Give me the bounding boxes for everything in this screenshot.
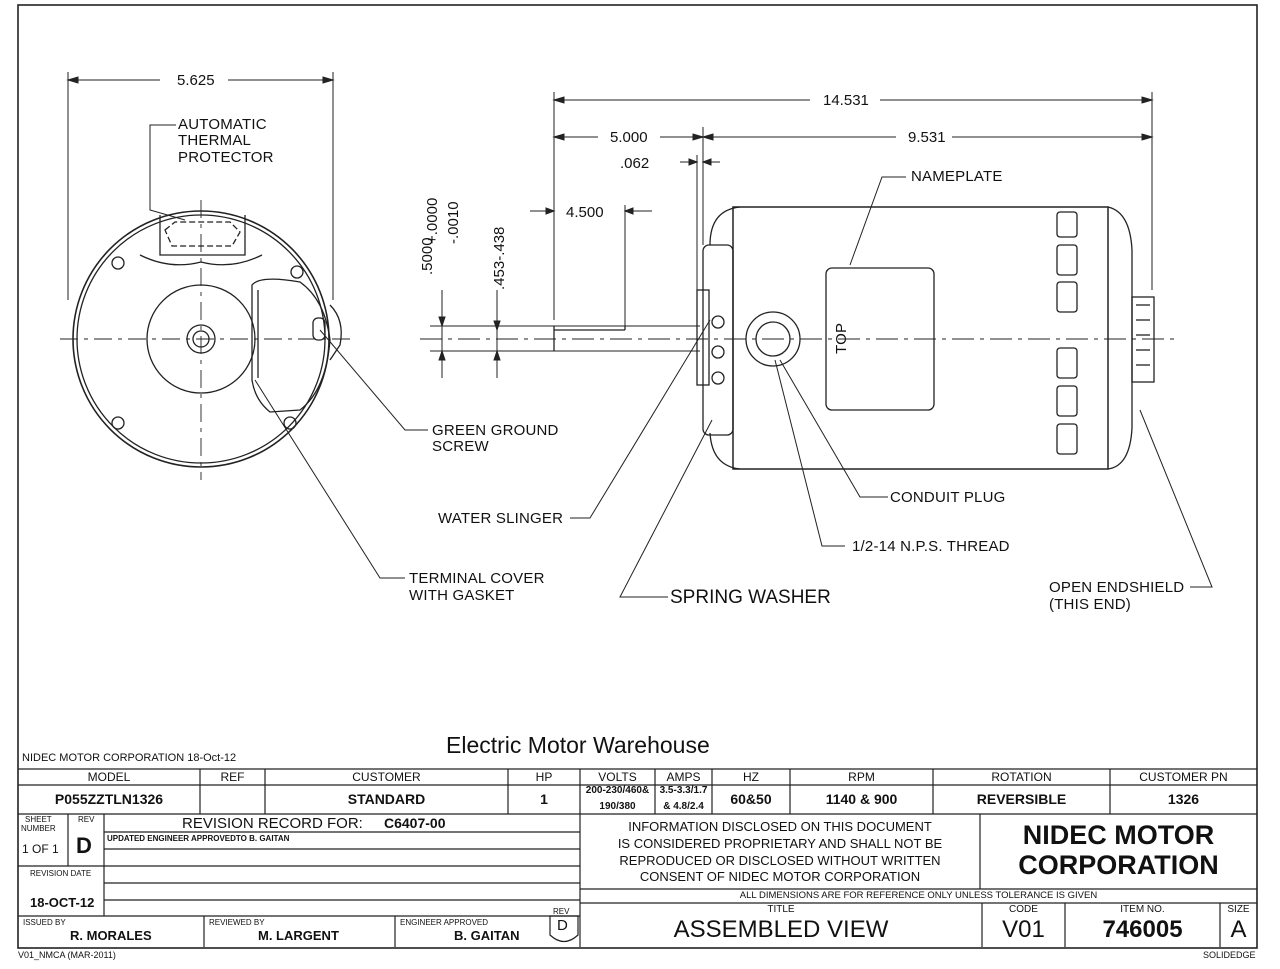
callout-thermal-protector-3: PROTECTOR [178,149,274,166]
val-model: P055ZZTLN1326 [54,791,164,807]
dim-end-width: 5.625 [177,72,215,89]
revision-record-label: REVISION RECORD FOR: [182,815,363,832]
sheet-label-1: SHEET [25,815,52,824]
item-number: 746005 [1102,916,1183,943]
code-label: CODE [1009,904,1038,915]
callout-water-slinger: WATER SLINGER [438,510,564,527]
disclaimer-line-2: IS CONSIDERED PROPRIETARY AND SHALL NOT … [617,836,943,851]
revision-record-value: C6407-00 [384,815,446,831]
watermark: Electric Motor Warehouse [446,732,710,758]
col-customer-pn: CUSTOMER PN [1139,770,1228,784]
dim-body-length: 9.531 [908,129,946,146]
callout-spring-washer: SPRING WASHER [670,587,831,608]
rev-badge: D [557,917,568,934]
company-name-2: CORPORATION [1018,850,1219,880]
title-block-grid [18,768,1257,947]
callout-nameplate: NAMEPLATE [911,168,1003,185]
issued-by-label: ISSUED BY [23,918,66,927]
code: V01 [1002,916,1045,943]
val-volts-1: 200-230/460& [585,785,650,796]
col-rotation: ROTATION [991,770,1052,784]
leader-lines [149,124,1213,598]
sheet-of: 1 OF 1 [22,842,59,856]
header-note: NIDEC MOTOR CORPORATION 18-Oct-12 [22,752,237,764]
size-label: SIZE [1227,904,1250,915]
drawing-title: ASSEMBLED VIEW [673,916,889,943]
callout-thermal-protector-2: THERMAL [178,132,252,149]
col-hz: HZ [743,770,759,784]
end-view [60,200,350,480]
val-customer: STANDARD [347,791,426,807]
val-volts-2: 190/380 [599,801,636,812]
col-model: MODEL [87,770,131,784]
engineer-label: ENGINEER APPROVED [400,918,489,927]
reviewed-by: M. LARGENT [258,928,339,943]
val-rotation: REVERSIBLE [976,791,1067,807]
col-hp: HP [535,770,553,784]
val-amps-1: 3.5-3.3/1.7 [659,785,708,796]
col-customer: CUSTOMER [352,770,421,784]
val-hp: 1 [540,791,548,807]
callout-open-endshield-2: (THIS END) [1049,596,1131,613]
sheet-label-2: NUMBER [21,824,56,833]
val-customer-pn: 1326 [1167,791,1200,807]
callout-green-ground-screw-2: SCREW [432,438,489,455]
val-hz: 60&50 [730,791,772,807]
val-rpm: 1140 & 900 [825,791,898,807]
dims-note: ALL DIMENSIONS ARE FOR REFERENCE ONLY UN… [739,890,1098,901]
size: A [1230,916,1247,943]
dim-overall-length: 14.531 [823,92,869,109]
col-volts: VOLTS [598,770,637,784]
item-label: ITEM NO. [1120,904,1165,915]
callout-terminal-cover-2: WITH GASKET [409,587,515,604]
disclaimer-line-4: CONSENT OF NIDEC MOTOR CORPORATION [639,869,921,884]
callout-conduit-plug: CONDUIT PLUG [890,489,1006,506]
val-amps-2: & 4.8/2.4 [663,801,704,812]
footer-left: V01_NMCA (MAR-2011) [18,950,116,960]
rev-label: REV [78,815,95,824]
dim-face-offset: .062 [620,155,650,172]
callout-thermal-protector-1: AUTOMATIC [178,116,267,133]
title-label: TITLE [767,904,795,915]
page-border [17,4,1258,949]
reviewed-by-label: REVIEWED BY [209,918,265,927]
issued-by: R. MORALES [70,928,152,943]
disclaimer-line-1: INFORMATION DISCLOSED ON THIS DOCUMENT [628,819,932,834]
dim-shaft-tol-minus: -.0010 [445,201,462,244]
callout-green-ground-screw-1: GREEN GROUND [432,422,559,439]
dim-shaft-to-face: 5.000 [610,129,648,146]
callout-nps-thread: 1/2-14 N.P.S. THREAD [852,538,1010,555]
sheet-rev: D [76,833,92,858]
dimension-lines [66,72,1154,378]
revision-note: UPDATED ENGINEER APPROVEDTO B. GAITAN [107,834,290,843]
disclaimer-line-3: REPRODUCED OR DISCLOSED WITHOUT WRITTEN [619,853,941,868]
dim-flat-depth: .453-.438 [491,226,508,290]
company-name-1: NIDEC MOTOR [1022,820,1215,850]
engineer: B. GAITAN [454,928,520,943]
callout-top: TOP [833,322,850,354]
dim-flat-length: 4.500 [566,204,604,221]
rev-badge-label: REV [553,907,570,916]
footer-right: SOLIDEDGE [1203,950,1256,960]
col-amps: AMPS [666,770,701,784]
side-view [420,206,1180,470]
callout-terminal-cover-1: TERMINAL COVER [409,570,545,587]
revision-date: 18-OCT-12 [30,895,95,910]
dim-shaft-tol-plus: +.0000 [424,197,441,244]
col-rpm: RPM [848,770,875,784]
col-ref: REF [220,770,245,784]
revision-date-label: REVISION DATE [30,869,92,878]
callout-open-endshield-1: OPEN ENDSHIELD [1049,579,1185,596]
